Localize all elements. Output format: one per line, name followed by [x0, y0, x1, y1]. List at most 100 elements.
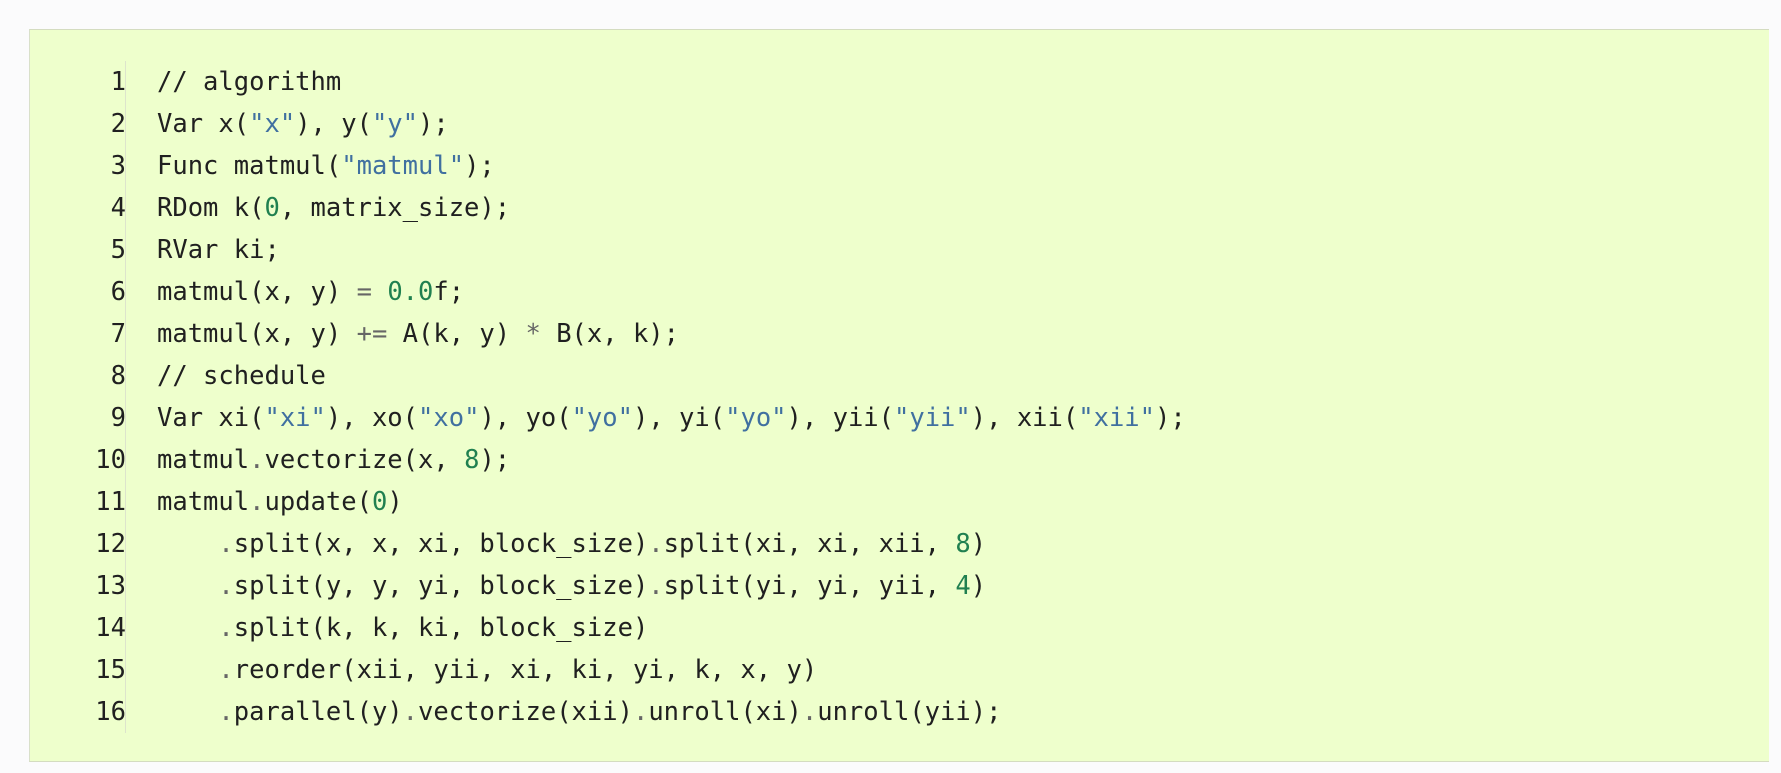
code-token-plain: ), yo(	[479, 403, 572, 433]
code-token-plain: )	[970, 529, 987, 559]
code-token-str: "xii"	[1078, 403, 1155, 433]
code-line: .split(y, y, yi, block_size).split(yi, y…	[157, 565, 1769, 607]
code-token-plain: )	[970, 571, 987, 601]
line-number: 4	[110, 193, 126, 223]
code-token-str: "x"	[249, 109, 296, 139]
code-token-plain: split(k, k, ki, block_size)	[233, 613, 649, 643]
line-number: 15	[95, 655, 126, 685]
code-line: .split(x, x, xi, block_size).split(xi, x…	[157, 523, 1769, 565]
code-token-plain: matmul	[157, 487, 250, 517]
code-token-op: .	[632, 697, 649, 727]
code-token-plain: unroll(yii);	[817, 697, 1002, 727]
line-number: 3	[110, 151, 126, 181]
line-number: 7	[110, 319, 126, 349]
line-number: 12	[95, 529, 126, 559]
line-number: 5	[110, 235, 126, 265]
code-token-plain	[157, 529, 218, 559]
code-token-plain: RVar ki;	[157, 235, 280, 265]
line-number: 6	[110, 277, 126, 307]
code-token-plain: ), yi(	[632, 403, 726, 433]
code-token-op: .	[249, 445, 265, 475]
code-line: RDom k(0, matrix_size);	[157, 187, 1769, 229]
code-token-plain	[157, 613, 218, 643]
code-token-plain: B(x, k);	[540, 319, 680, 349]
code-token-op: =	[356, 277, 372, 307]
code-token-plain: update(	[264, 487, 372, 517]
code-line: Var x("x"), y("y");	[157, 103, 1769, 145]
code-line: RVar ki;	[157, 229, 1769, 271]
code-token-op: .	[648, 571, 664, 601]
code-token-op: .	[249, 487, 265, 517]
code-token-plain: parallel(y)	[233, 697, 403, 727]
code-token-plain: ), yii(	[786, 403, 894, 433]
code-token-plain: A(k, y)	[387, 319, 526, 349]
code-token-plain: matmul(x, y)	[157, 277, 357, 307]
line-number: 14	[95, 613, 126, 643]
code-token-num: 0	[371, 487, 388, 517]
code-token-str: "yii"	[894, 403, 971, 433]
code-token-plain	[157, 697, 218, 727]
line-number: 16	[95, 697, 126, 727]
code-token-plain: matmul(x, y)	[157, 319, 357, 349]
code-token-num: 4	[955, 571, 971, 601]
code-token-op: .	[648, 529, 664, 559]
code-token-plain: reorder(xii, yii, xi, ki, yi, k, x, y)	[233, 655, 818, 685]
code-token-op: .	[218, 655, 234, 685]
code-token-plain: vectorize(xii)	[418, 697, 633, 727]
code-token-str: "yo"	[725, 403, 787, 433]
code-line: matmul(x, y) += A(k, y) * B(x, k);	[157, 313, 1769, 355]
code-token-plain: Var x(	[157, 109, 250, 139]
code-token-plain: , matrix_size);	[279, 193, 511, 223]
code-token-op: .	[218, 697, 234, 727]
code-token-plain	[157, 655, 218, 685]
code-token-plain: vectorize(x,	[264, 445, 465, 475]
code-token-num: 8	[955, 529, 971, 559]
code-line: Var xi("xi"), xo("xo"), yo("yo"), yi("yo…	[157, 397, 1769, 439]
code-token-plain: );	[418, 109, 449, 139]
code-line: matmul.update(0)	[157, 481, 1769, 523]
code-token-op: .	[218, 571, 234, 601]
code-line: // schedule	[157, 355, 1769, 397]
code-token-plain: ), y(	[295, 109, 372, 139]
code-line: .split(k, k, ki, block_size)	[157, 607, 1769, 649]
code-line: Func matmul("matmul");	[157, 145, 1769, 187]
code-token-plain: );	[479, 445, 511, 475]
code-token-cmt: // schedule	[157, 361, 326, 391]
code-token-plain: );	[1155, 403, 1186, 433]
line-number: 9	[110, 403, 126, 433]
code-token-plain: RDom k(	[157, 193, 265, 223]
line-number: 8	[110, 361, 126, 391]
code-token-plain	[157, 571, 218, 601]
code-line: .reorder(xii, yii, xi, ki, yi, k, x, y)	[157, 649, 1769, 691]
code-token-op: *	[525, 319, 541, 349]
code-line: matmul.vectorize(x, 8);	[157, 439, 1769, 481]
code-token-plain: );	[464, 151, 495, 181]
code-token-num: 0	[264, 193, 280, 223]
code-token-op: .	[218, 529, 234, 559]
code-token-str: "yo"	[571, 403, 633, 433]
code-token-plain: unroll(xi)	[648, 697, 802, 727]
line-number: 1	[110, 67, 126, 97]
code-token-plain: split(xi, xi, xii,	[663, 529, 956, 559]
code-token-num: 8	[464, 445, 480, 475]
code-token-op: +=	[356, 319, 388, 349]
line-number: 2	[110, 109, 126, 139]
code-token-plain: ), xii(	[970, 403, 1079, 433]
code-token-plain: f;	[433, 277, 465, 307]
gutter-divider	[125, 61, 126, 733]
code-token-plain	[372, 277, 387, 307]
code-token-str: "y"	[371, 109, 419, 139]
code-token-plain: Func matmul(	[157, 151, 342, 181]
code-token-cmt: // algorithm	[157, 67, 342, 97]
code-token-plain: split(yi, yi, yii,	[663, 571, 956, 601]
code-line: .parallel(y).vectorize(xii).unroll(xi).u…	[157, 691, 1769, 733]
code-token-plain: Var xi(	[157, 403, 265, 433]
code-token-op: .	[801, 697, 818, 727]
code-token-plain: )	[387, 487, 403, 517]
line-number: 10	[95, 445, 126, 475]
code-token-plain: ), xo(	[325, 403, 419, 433]
line-number: 11	[95, 487, 126, 517]
